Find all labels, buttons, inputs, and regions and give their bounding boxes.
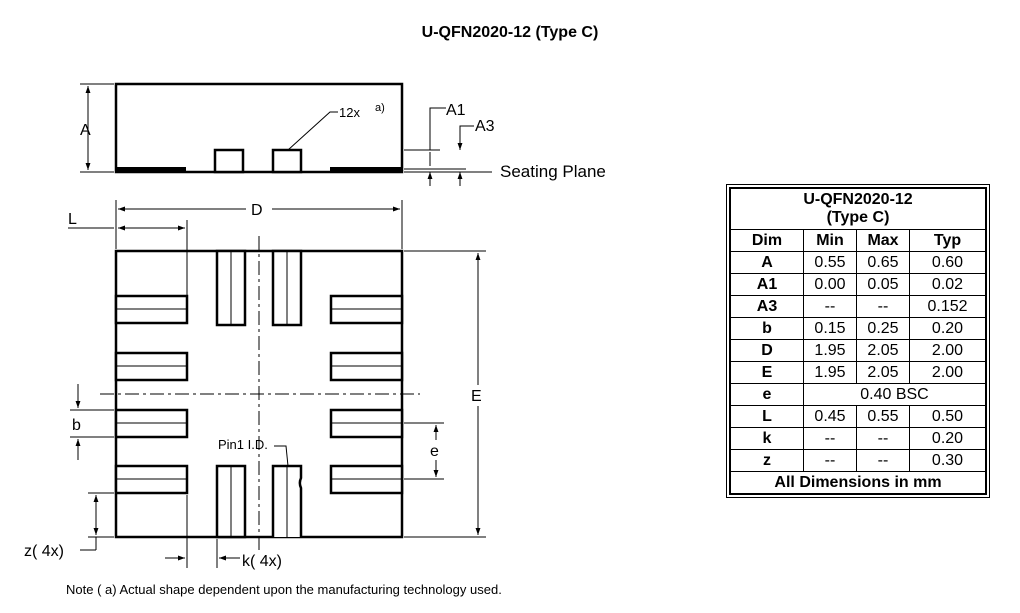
label-e: e xyxy=(430,443,439,460)
footnote: Note ( a) Actual shape dependent upon th… xyxy=(66,582,502,597)
label-k: k( 4x) xyxy=(242,553,282,570)
page-title: U-QFN2020-12 (Type C) xyxy=(421,24,599,41)
table-cell-min: 0.15 xyxy=(803,317,857,340)
label-seating-plane: Seating Plane xyxy=(500,162,606,181)
table-cell-max: 0.55 xyxy=(856,405,910,428)
table-cell-min: -- xyxy=(803,427,857,450)
label-z: z( 4x) xyxy=(24,543,64,560)
table-cell-min: -- xyxy=(803,295,857,318)
label-pin1: Pin1 I.D. xyxy=(218,437,268,452)
table-cell-max: -- xyxy=(856,295,910,318)
table-cell-typ: 0.20 xyxy=(909,427,987,450)
table-cell-span: 0.40 BSC xyxy=(803,383,987,406)
table-cell-dim: A1 xyxy=(729,273,804,296)
bottom-view xyxy=(68,200,486,568)
table-cell-dim: E xyxy=(729,361,804,384)
table-cell-typ: 0.50 xyxy=(909,405,987,428)
table-cell-dim: b xyxy=(729,317,804,340)
table-cell-typ: 0.152 xyxy=(909,295,987,318)
table-cell-typ: 0.60 xyxy=(909,251,987,274)
label-A: A xyxy=(80,122,91,139)
table-title-line1: U-QFN2020-12 xyxy=(803,191,913,208)
table-cell-min: -- xyxy=(803,449,857,472)
table-cell-dim: A xyxy=(729,251,804,274)
table-cell-min: 0.55 xyxy=(803,251,857,274)
table-cell-dim: k xyxy=(729,427,804,450)
label-pad-callout-note: a) xyxy=(375,102,385,114)
table-row: A3----0.152 xyxy=(729,295,987,318)
table-cell-dim: e xyxy=(729,383,804,406)
table-title-line2: (Type C) xyxy=(826,209,890,226)
label-pad-callout: 12x xyxy=(339,105,360,120)
col-header: Typ xyxy=(909,229,987,252)
table-row: z----0.30 xyxy=(729,449,987,472)
table-cell-max: 0.65 xyxy=(856,251,910,274)
table-cell-max: -- xyxy=(856,427,910,450)
table-cell-dim: L xyxy=(729,405,804,428)
table-title: U-QFN2020-12 (Type C) xyxy=(729,187,987,230)
table-cell-dim: A3 xyxy=(729,295,804,318)
table-cell-typ: 0.02 xyxy=(909,273,987,296)
table-cell-min: 1.95 xyxy=(803,339,857,362)
table-cell-max: 2.05 xyxy=(856,339,910,362)
table-header-row: Dim Min Max Typ xyxy=(729,229,987,252)
side-pad xyxy=(213,148,245,174)
table-cell-max: 0.25 xyxy=(856,317,910,340)
col-header: Dim xyxy=(729,229,804,252)
label-E: E xyxy=(471,388,482,405)
label-L: L xyxy=(68,211,77,228)
table-cell-min: 0.45 xyxy=(803,405,857,428)
table-cell-typ: 2.00 xyxy=(909,361,987,384)
table-row: k----0.20 xyxy=(729,427,987,450)
table-cell-typ: 2.00 xyxy=(909,339,987,362)
table-cell-typ: 0.30 xyxy=(909,449,987,472)
label-D: D xyxy=(251,202,263,219)
label-A3: A3 xyxy=(475,118,495,135)
table-cell-dim: D xyxy=(729,339,804,362)
table-footer: All Dimensions in mm xyxy=(729,471,987,495)
table-cell-max: 2.05 xyxy=(856,361,910,384)
table-cell-dim: z xyxy=(729,449,804,472)
col-header: Max xyxy=(856,229,910,252)
label-b: b xyxy=(72,417,81,434)
table-cell-min: 0.00 xyxy=(803,273,857,296)
side-view xyxy=(80,82,492,186)
table-cell-max: 0.05 xyxy=(856,273,910,296)
table-cell-min: 1.95 xyxy=(803,361,857,384)
table-cell-max: -- xyxy=(856,449,910,472)
label-A1: A1 xyxy=(446,102,466,119)
side-pad xyxy=(271,148,303,174)
table-cell-typ: 0.20 xyxy=(909,317,987,340)
col-header: Min xyxy=(803,229,857,252)
side-body xyxy=(114,82,404,174)
